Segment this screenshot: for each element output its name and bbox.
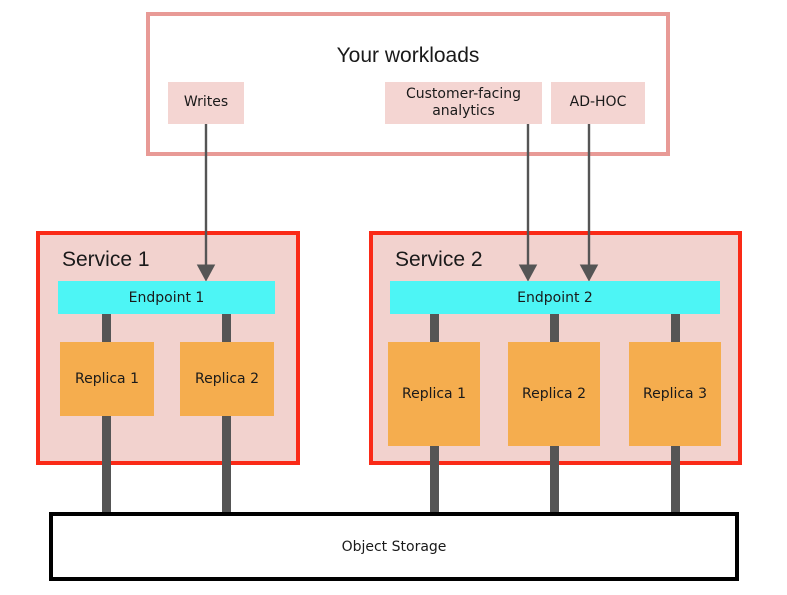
service-2-title: Service 2 — [395, 248, 483, 271]
connector-endpoint1-to-replica2 — [222, 314, 231, 344]
connector-s1-replica2-to-storage — [222, 416, 231, 516]
service-1-title: Service 1 — [62, 248, 150, 271]
service-1-replica-1[interactable]: Replica 1 — [60, 342, 154, 416]
workloads-title: Your workloads — [336, 44, 480, 67]
connector-endpoint2-to-replica3 — [671, 314, 680, 344]
service-2-replica-3[interactable]: Replica 3 — [629, 342, 721, 446]
endpoint-1-bar[interactable]: Endpoint 1 — [58, 281, 275, 314]
service-1-replica-2[interactable]: Replica 2 — [180, 342, 274, 416]
connector-endpoint1-to-replica1 — [102, 314, 111, 344]
connector-s2-replica3-to-storage — [671, 446, 680, 516]
workload-chip-analytics[interactable]: Customer-facing analytics — [385, 82, 542, 124]
object-storage-box[interactable]: Object Storage — [49, 512, 739, 581]
service-2-replica-1[interactable]: Replica 1 — [388, 342, 480, 446]
workload-chip-writes[interactable]: Writes — [168, 82, 244, 124]
connector-s2-replica1-to-storage — [430, 446, 439, 516]
connector-endpoint2-to-replica1 — [430, 314, 439, 344]
connector-s2-replica2-to-storage — [550, 446, 559, 516]
workload-chip-adhoc[interactable]: AD-HOC — [551, 82, 645, 124]
service-2-replica-2[interactable]: Replica 2 — [508, 342, 600, 446]
connector-endpoint2-to-replica2 — [550, 314, 559, 344]
connector-s1-replica1-to-storage — [102, 416, 111, 516]
endpoint-2-bar[interactable]: Endpoint 2 — [390, 281, 720, 314]
